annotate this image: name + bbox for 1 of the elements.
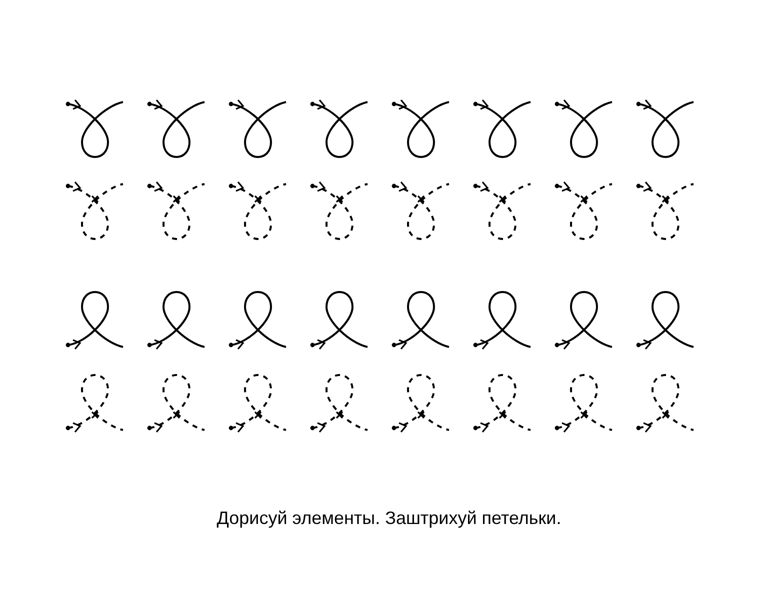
instruction-text: Дорисуй элементы. Заштрихуй петельки. bbox=[216, 508, 562, 529]
